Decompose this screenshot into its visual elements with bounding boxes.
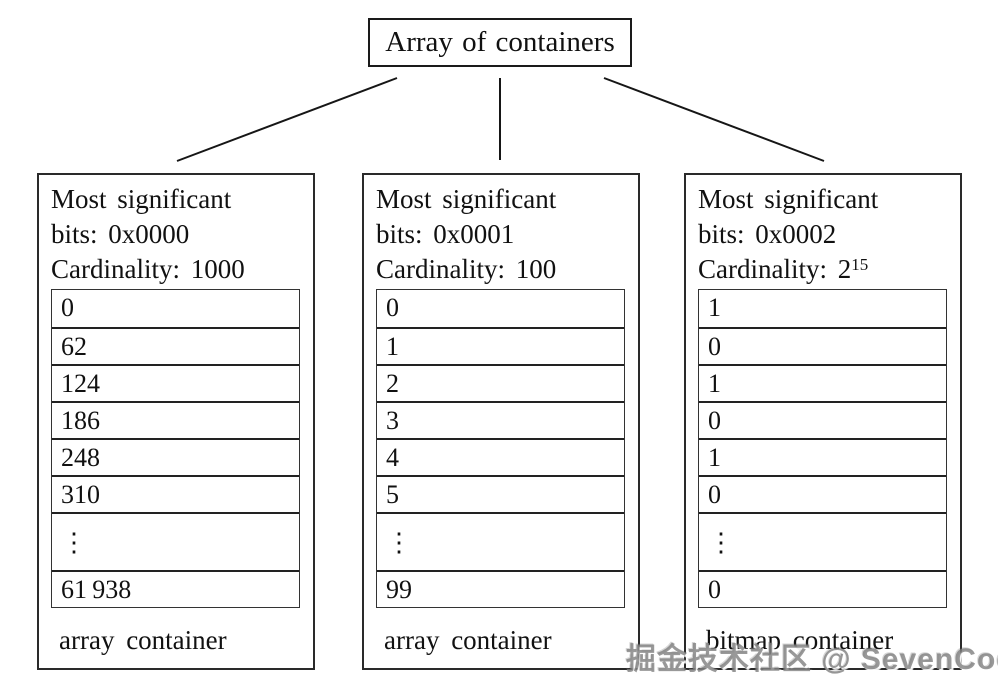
- value-cell: 1: [708, 293, 721, 322]
- value-cell: 62: [52, 327, 299, 364]
- root-label: Array of containers: [385, 26, 615, 58]
- value-cell: 0: [699, 327, 946, 364]
- value-cell: 1: [699, 364, 946, 401]
- container-card-0x0002: Most significant bits: 0x0002 Cardinalit…: [684, 173, 962, 670]
- value-cell: 0: [699, 401, 946, 438]
- value-cell: 99: [377, 570, 624, 607]
- value-cell: 1: [377, 327, 624, 364]
- array-of-containers-box: Array of containers: [368, 18, 632, 67]
- cardinality-superscript: 15: [851, 255, 869, 274]
- value-cell: 3: [377, 401, 624, 438]
- value-cell: 124: [52, 364, 299, 401]
- value-cell: 186: [52, 401, 299, 438]
- value-cell: 0: [699, 570, 946, 607]
- value-cell: 1: [699, 438, 946, 475]
- value-cell: 0: [699, 475, 946, 512]
- value-list: 1 0 1 0 1 0 ⋮ 0: [698, 289, 947, 608]
- header-line: Cardinality: 215: [698, 254, 869, 284]
- value-cell: 61 938: [52, 570, 299, 607]
- value-list: 0 62 124 186 248 310 ⋮ 61 938: [51, 289, 300, 608]
- value-cell: 4: [377, 438, 624, 475]
- value-cell: 248: [52, 438, 299, 475]
- value-list: 0 1 2 3 4 5 ⋮ 99: [376, 289, 625, 608]
- container-header: Most significant bits: 0x0001 Cardinalit…: [364, 175, 638, 287]
- header-line: Cardinality: 100: [376, 254, 557, 284]
- container-header: Most significant bits: 0x0000 Cardinalit…: [39, 175, 313, 287]
- container-header: Most significant bits: 0x0002 Cardinalit…: [686, 175, 960, 287]
- container-caption: bitmap container: [706, 625, 894, 655]
- header-line: Most significant: [51, 184, 232, 214]
- header-line: Most significant: [698, 184, 879, 214]
- value-cell: 310: [52, 475, 299, 512]
- header-line: Most significant: [376, 184, 557, 214]
- value-cell: 5: [377, 475, 624, 512]
- header-line: Cardinality: 1000: [51, 254, 245, 284]
- ellipsis-cell: ⋮: [699, 512, 946, 570]
- ellipsis-cell: ⋮: [377, 512, 624, 570]
- value-cell: 2: [377, 364, 624, 401]
- value-cell: 0: [386, 293, 399, 322]
- header-line: bits: 0x0001: [376, 219, 515, 249]
- container-card-0x0001: Most significant bits: 0x0001 Cardinalit…: [362, 173, 640, 670]
- container-card-0x0000: Most significant bits: 0x0000 Cardinalit…: [37, 173, 315, 670]
- value-cell: 0: [61, 293, 74, 322]
- ellipsis-cell: ⋮: [52, 512, 299, 570]
- connector-line-right: [603, 77, 825, 162]
- header-line: bits: 0x0002: [698, 219, 837, 249]
- container-caption: array container: [384, 625, 552, 655]
- connector-line-left: [176, 77, 398, 162]
- header-line: bits: 0x0000: [51, 219, 190, 249]
- container-caption: array container: [59, 625, 227, 655]
